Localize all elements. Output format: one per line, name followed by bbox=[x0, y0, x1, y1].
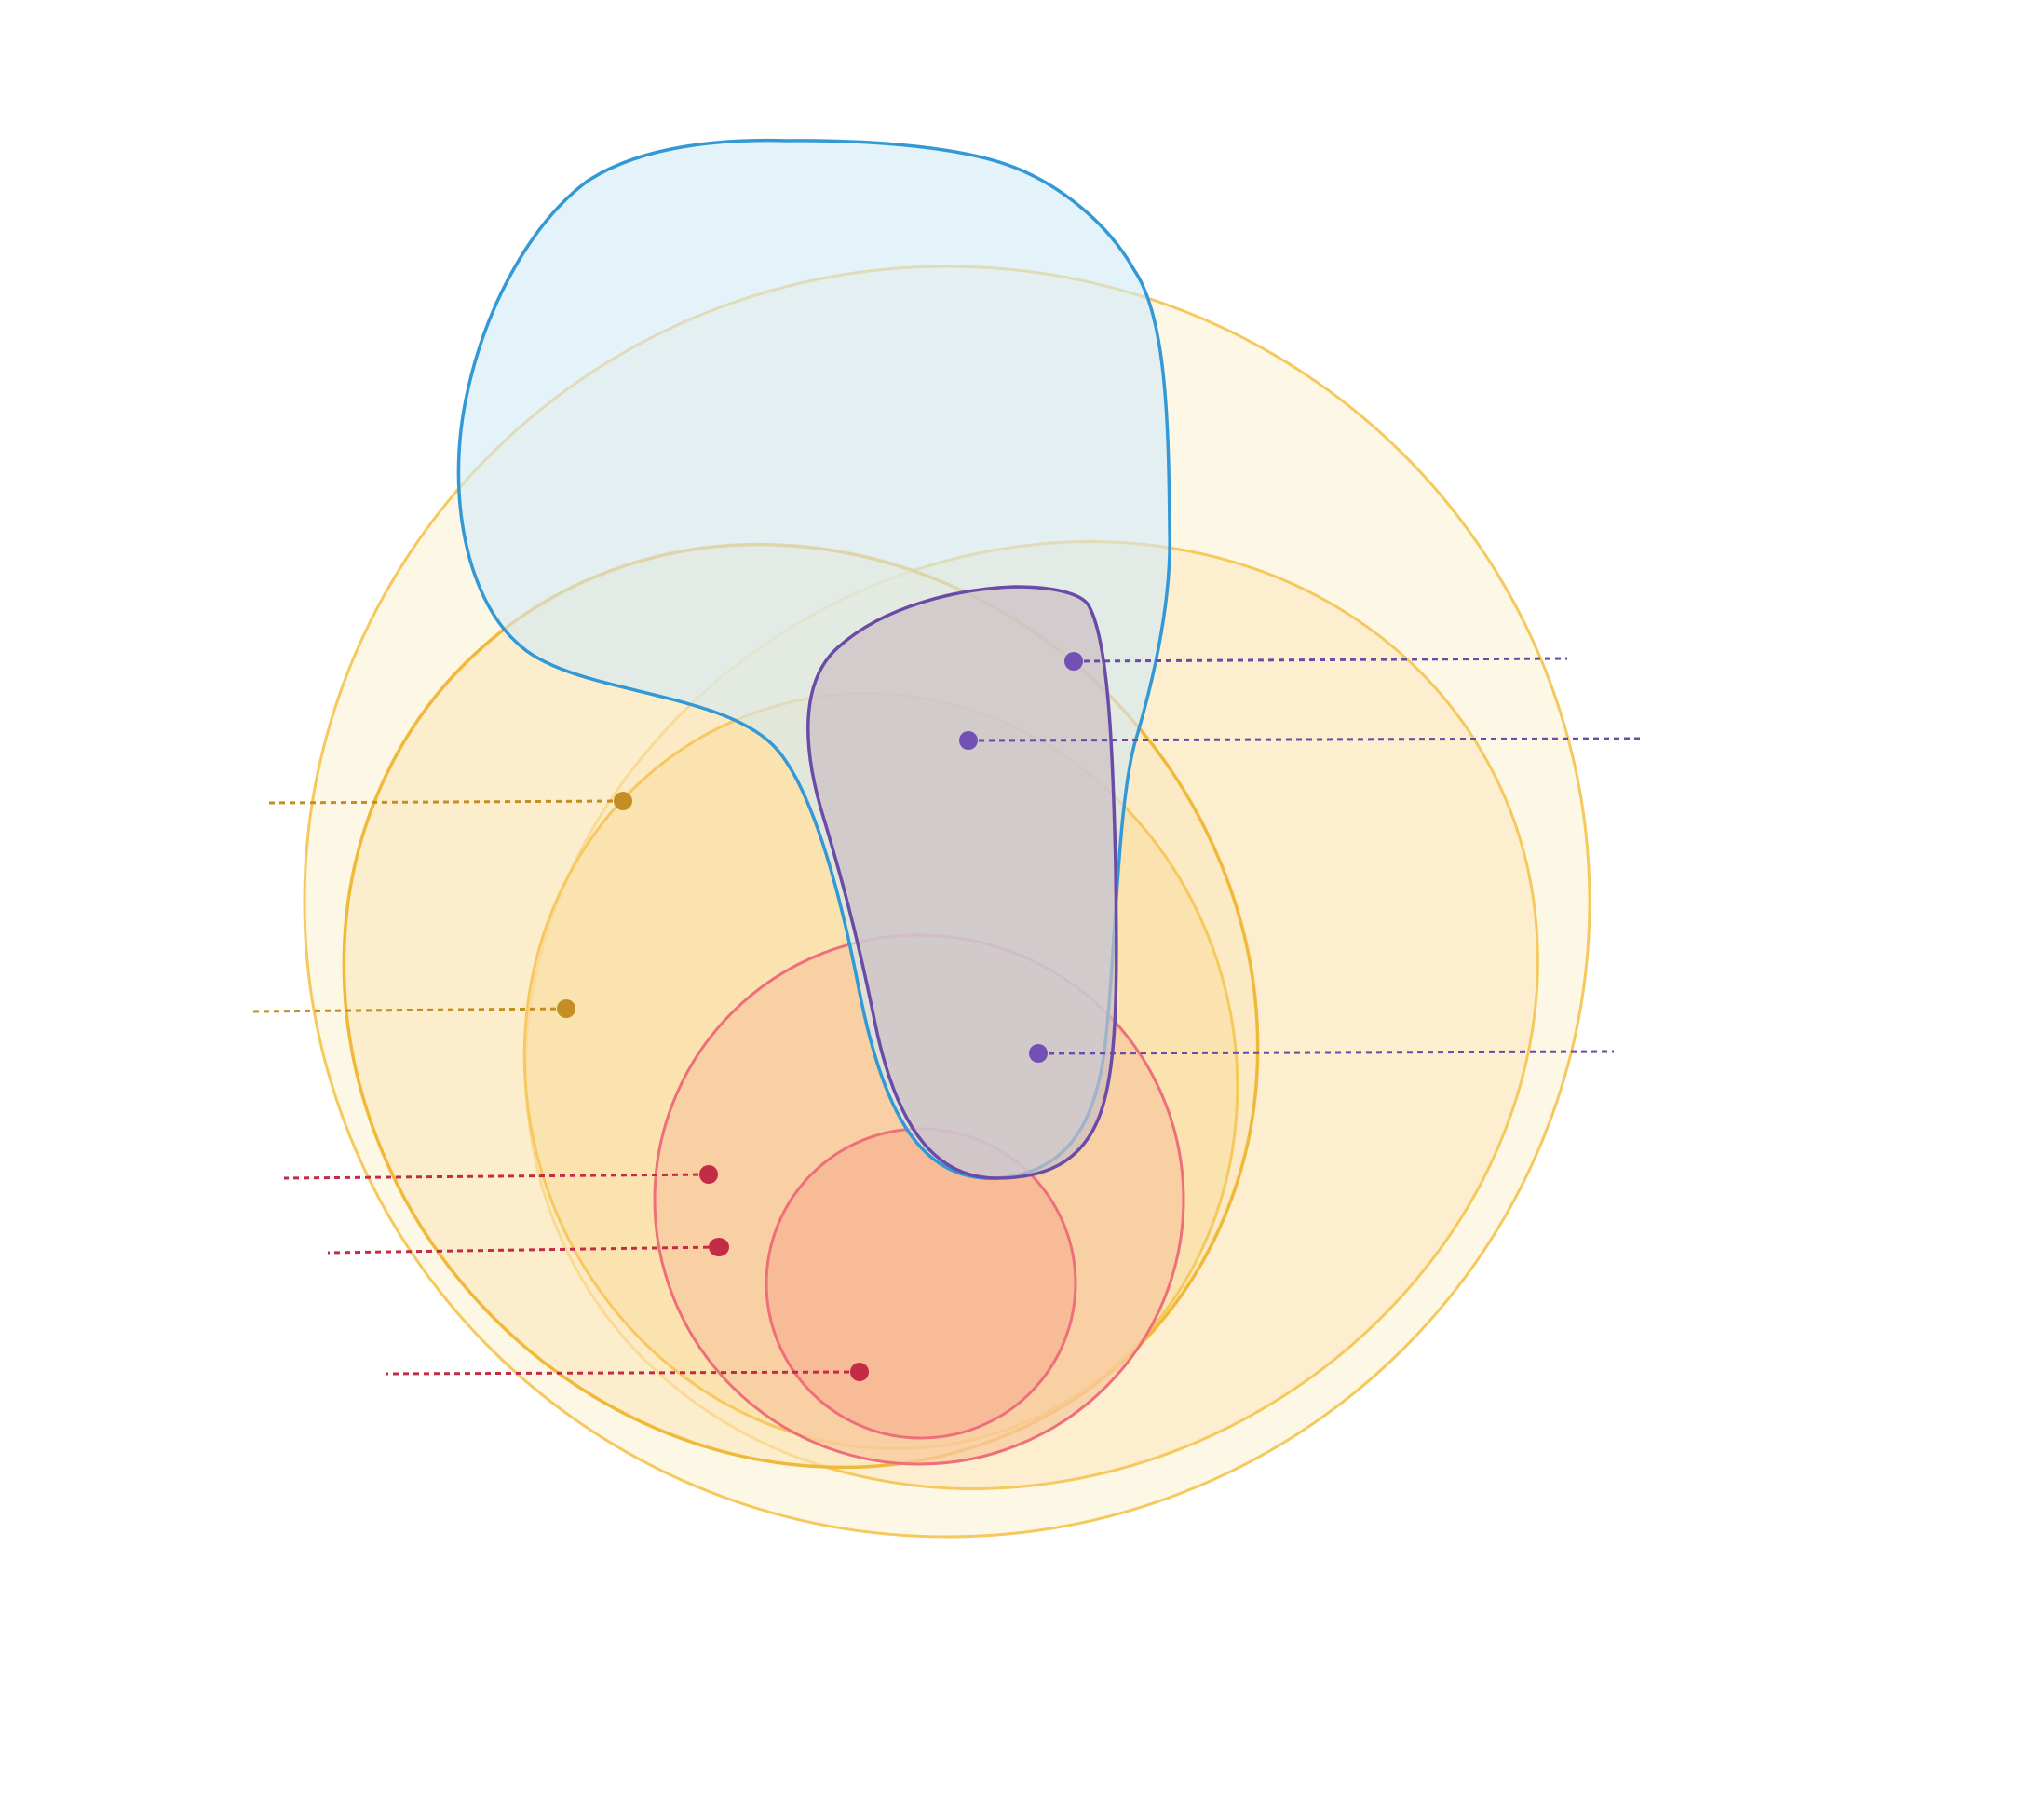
gold-callout-line-1 bbox=[267, 799, 624, 805]
gold-callout-dot-2 bbox=[557, 999, 575, 1018]
red-callout-dot-1 bbox=[699, 1165, 718, 1184]
red-callout-dot-3 bbox=[850, 1363, 869, 1381]
purple-callout-dot-3 bbox=[1029, 1044, 1048, 1063]
purple-blob bbox=[806, 585, 1118, 1180]
gold-callouts bbox=[249, 792, 632, 1018]
purple-callout-dot-1 bbox=[1064, 652, 1083, 671]
red-callouts bbox=[283, 1165, 869, 1381]
purple-callout-dot-2 bbox=[959, 731, 978, 750]
red-callout-dot-2 bbox=[709, 1238, 729, 1256]
purple-callout-line-1 bbox=[1073, 657, 1568, 663]
red-callout-line-3 bbox=[386, 1370, 860, 1376]
purple-callouts bbox=[959, 652, 1645, 1063]
purple-callout-line-3 bbox=[1037, 1050, 1615, 1055]
gold-callout-line-2 bbox=[249, 1007, 567, 1013]
gold-callout-dot-1 bbox=[614, 792, 632, 810]
red-callout-line-2 bbox=[327, 1245, 720, 1255]
